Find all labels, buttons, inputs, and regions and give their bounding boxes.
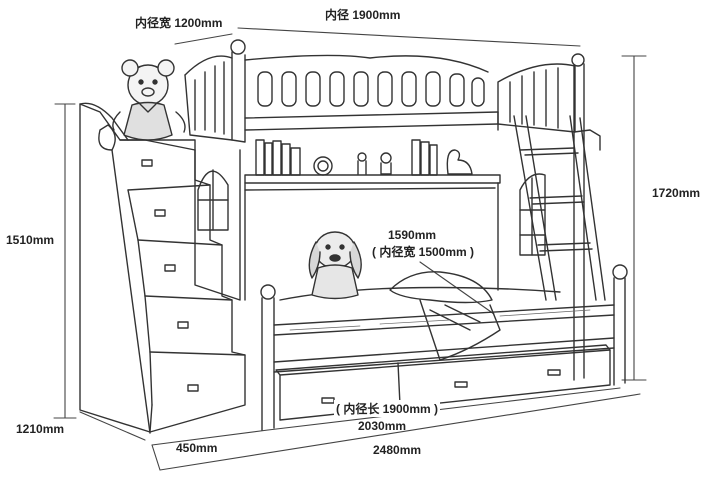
inner-width-top-label: 内径宽 1200mm <box>135 16 223 30</box>
teddy-bear-icon <box>112 59 186 141</box>
lower-inner-width-label: ( 内径宽 1500mm ) <box>372 245 475 259</box>
height-right-label: 1720mm <box>652 186 701 200</box>
lower-headboard <box>194 149 546 301</box>
lower-inner-length-label: ( 内径长 1900mm ) <box>334 400 441 417</box>
length-2030-label: 2030mm <box>358 419 407 433</box>
bookshelf <box>244 139 501 301</box>
trundle-drawer <box>275 344 611 421</box>
upper-bunk <box>184 39 601 381</box>
lower-width-label: 1590mm <box>388 228 437 242</box>
stair-width-label: 450mm <box>176 441 218 455</box>
bed-hatching <box>289 309 591 331</box>
ladder <box>513 115 628 386</box>
guard-rail-slots <box>257 71 485 107</box>
length-2480-label: 2480mm <box>373 443 422 457</box>
stair-cabinet <box>79 102 246 434</box>
stair-depth-label: 1210mm <box>16 422 65 436</box>
inner-length-top-label: 内径 1900mm <box>325 8 401 22</box>
lower-bed <box>260 271 615 431</box>
plush-dog-icon <box>308 231 362 300</box>
height-left-label: 1510mm <box>6 233 55 247</box>
